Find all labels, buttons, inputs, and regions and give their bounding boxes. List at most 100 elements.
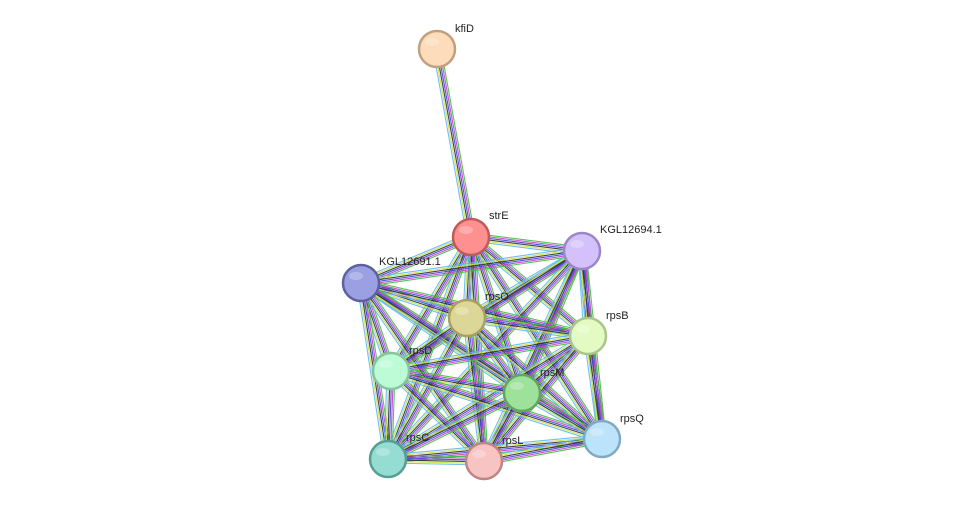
edge-kfid-stre[interactable] (432, 48, 476, 238)
edge-line (466, 318, 588, 338)
node-circle[interactable] (502, 373, 542, 413)
edge-line (390, 371, 484, 462)
edge-line (465, 248, 582, 317)
edge-line (484, 440, 603, 464)
edge-line (391, 366, 523, 390)
node-circle[interactable] (371, 351, 411, 391)
node-rpsb[interactable]: rpsB (568, 310, 629, 356)
edge-line (386, 333, 588, 458)
node-highlight (379, 360, 393, 368)
node-rpso[interactable]: rpsO (447, 291, 509, 338)
node-rpsd[interactable]: rpsD (371, 345, 432, 391)
edge-line (470, 317, 489, 461)
edge-line (437, 48, 473, 237)
edge-line (359, 284, 601, 442)
edge-line (462, 318, 481, 462)
edge-line (360, 249, 582, 283)
node-highlight (570, 240, 584, 248)
node-kgl12694-1[interactable]: KGL12694.1 (562, 224, 662, 271)
node-highlight (376, 448, 390, 456)
node-highlight (576, 325, 590, 333)
node-rpsm[interactable]: rpsM (502, 367, 564, 413)
node-circle[interactable] (562, 231, 602, 271)
node-circle[interactable] (582, 419, 622, 459)
edge-line (385, 316, 466, 459)
edge-line (390, 371, 602, 441)
edge-line (360, 246, 582, 280)
edge-rpso-rpsc[interactable] (384, 315, 471, 462)
edge-line (464, 318, 483, 462)
node-highlight (349, 272, 363, 280)
edge-line (483, 437, 602, 461)
node-label: KGL12691.1 (379, 256, 441, 268)
node-rpsq[interactable]: rpsQ (582, 413, 644, 459)
node-label: rpsQ (620, 413, 644, 425)
edge-line (388, 318, 469, 460)
node-label: rpsD (409, 345, 432, 357)
edge-line (388, 393, 523, 461)
node-label: rpsL (502, 435, 523, 447)
node-label: rpsB (606, 310, 629, 322)
edge-line (390, 331, 588, 368)
edge-line (387, 391, 522, 459)
edge-line (481, 249, 581, 461)
node-circle[interactable] (368, 439, 408, 479)
edge-line (387, 250, 582, 459)
edge-line (360, 248, 582, 282)
node-highlight (459, 226, 473, 234)
edge-line (469, 237, 484, 462)
node-rpsc[interactable]: rpsC (368, 432, 429, 479)
edge-rpsq-rpsl[interactable] (483, 434, 603, 466)
edge-line (472, 234, 590, 335)
node-label: strE (489, 210, 509, 222)
node-rpsl[interactable]: rpsL (464, 435, 523, 481)
edge-line (468, 315, 604, 438)
node-circle[interactable] (568, 316, 608, 356)
node-circle[interactable] (464, 441, 504, 481)
node-stre[interactable]: strE (451, 210, 509, 257)
node-label: rpsO (485, 291, 509, 303)
edge-line (390, 334, 588, 371)
edge-line (391, 319, 471, 462)
edge-line (467, 238, 600, 442)
edge-kgl12694-1-kgl12691-1[interactable] (360, 246, 583, 288)
edge-line (358, 285, 601, 443)
node-circle[interactable] (451, 217, 491, 257)
edge-rpso-rpsb[interactable] (466, 313, 589, 341)
edge-line (363, 280, 488, 460)
edge-line (388, 394, 524, 462)
edge-line (393, 367, 488, 459)
edge-rpsd-rpsl[interactable] (387, 367, 488, 465)
edge-line (467, 316, 589, 336)
edge-line (474, 236, 489, 461)
edge-line (484, 439, 603, 463)
edge-line (361, 281, 523, 393)
node-circle[interactable] (341, 263, 381, 303)
edge-line (391, 370, 485, 461)
edge-line (438, 48, 474, 237)
node-label: rpsC (406, 432, 429, 444)
edge-line (483, 434, 602, 458)
edge-line (386, 317, 467, 459)
edge-rpsm-rpsc[interactable] (385, 388, 525, 464)
edge-line (435, 49, 471, 238)
edge-line (391, 336, 589, 373)
edge-line (384, 315, 464, 458)
node-highlight (425, 38, 439, 46)
edge-line (483, 436, 602, 460)
node-highlight (455, 307, 469, 315)
node-circle[interactable] (417, 29, 457, 69)
edge-line (479, 249, 579, 460)
edge-line (359, 234, 471, 282)
edge-line (389, 396, 525, 464)
node-circle[interactable] (447, 298, 487, 338)
node-kgl12691-1[interactable]: KGL12691.1 (341, 256, 441, 303)
edge-line (390, 333, 588, 370)
edge-line (471, 236, 486, 461)
node-kfid[interactable]: kfiD (417, 23, 474, 69)
edge-line (385, 332, 587, 457)
edge-rpso-rpsl[interactable] (462, 317, 489, 462)
edge-line (467, 315, 589, 335)
edge-line (467, 313, 589, 333)
edge-rpsb-rpsd[interactable] (390, 331, 589, 376)
